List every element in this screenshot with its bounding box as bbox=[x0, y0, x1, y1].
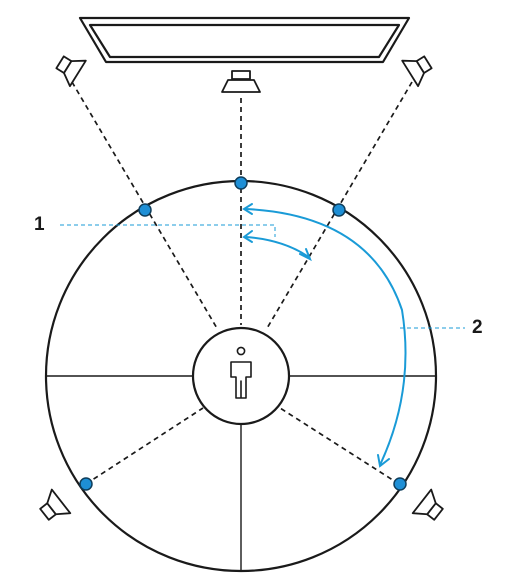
marker-surround-left bbox=[79, 477, 93, 491]
speaker-markers bbox=[79, 176, 407, 491]
speaker-icon-front-left bbox=[55, 55, 87, 88]
marker-front-center bbox=[234, 176, 248, 190]
callout-label-2: 2 bbox=[472, 317, 483, 338]
tv-screen-icon bbox=[78, 16, 411, 64]
speaker-direction-lines bbox=[71, 81, 413, 485]
person-icon bbox=[230, 346, 252, 399]
speaker-icon-surround-left bbox=[39, 488, 72, 521]
angle-arcs bbox=[245, 208, 407, 466]
line-front-right bbox=[265, 81, 413, 331]
speaker-icon-center bbox=[221, 70, 261, 93]
angle-arc-2 bbox=[245, 208, 407, 466]
speaker-icon-front-right bbox=[401, 55, 433, 88]
line-surround-right bbox=[279, 407, 400, 485]
marker-front-right bbox=[332, 203, 346, 217]
speaker-icons bbox=[39, 55, 444, 521]
callout-label-1: 1 bbox=[34, 214, 45, 235]
line-surround-left bbox=[85, 407, 204, 485]
line-front-left bbox=[71, 81, 219, 331]
listener-circle bbox=[191, 326, 291, 426]
speaker-icon-surround-right bbox=[411, 488, 444, 521]
cross-lines bbox=[46, 375, 436, 571]
angle-arc-1 bbox=[245, 236, 311, 259]
arrowheads bbox=[242, 203, 390, 468]
marker-front-left bbox=[138, 203, 152, 217]
callout-leaders bbox=[60, 224, 465, 329]
marker-surround-right bbox=[393, 477, 407, 491]
